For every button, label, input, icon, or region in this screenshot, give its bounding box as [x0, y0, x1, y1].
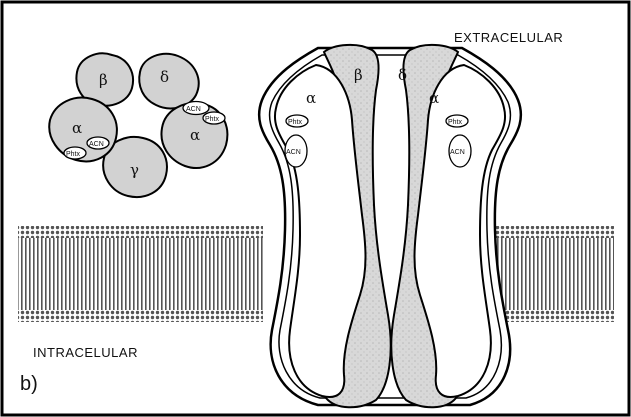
label-delta-side: δ [398, 66, 407, 84]
label-beta-side: β [354, 66, 363, 84]
label-alpha-left-side: α [306, 89, 316, 107]
panel-label: b) [20, 373, 38, 396]
intracellular-label: INTRACELULAR [33, 345, 138, 360]
label-beta-top: β [99, 71, 108, 89]
membrane-left [18, 226, 263, 322]
site-label-acn-left-side: ACN [286, 149, 301, 156]
site-label-phtx-left-side: Phtx [288, 119, 303, 126]
label-alpha-right-top: α [190, 126, 200, 144]
site-label-acn-right: ACN [186, 106, 201, 113]
site-label-acn-right-side: ACN [450, 149, 465, 156]
extracellular-label: EXTRACELULAR [454, 30, 563, 45]
membrane-right [492, 226, 614, 322]
site-label-phtx-left: Phtx [66, 151, 81, 158]
label-delta-top: δ [160, 68, 169, 86]
label-gamma-top: γ [130, 161, 139, 179]
label-alpha-left-top: α [72, 119, 82, 137]
label-alpha-right-side: α [429, 89, 439, 107]
site-label-phtx-right: Phtx [205, 116, 220, 123]
site-label-acn-left: ACN [89, 141, 104, 148]
site-label-phtx-right-side: Phtx [448, 119, 463, 126]
